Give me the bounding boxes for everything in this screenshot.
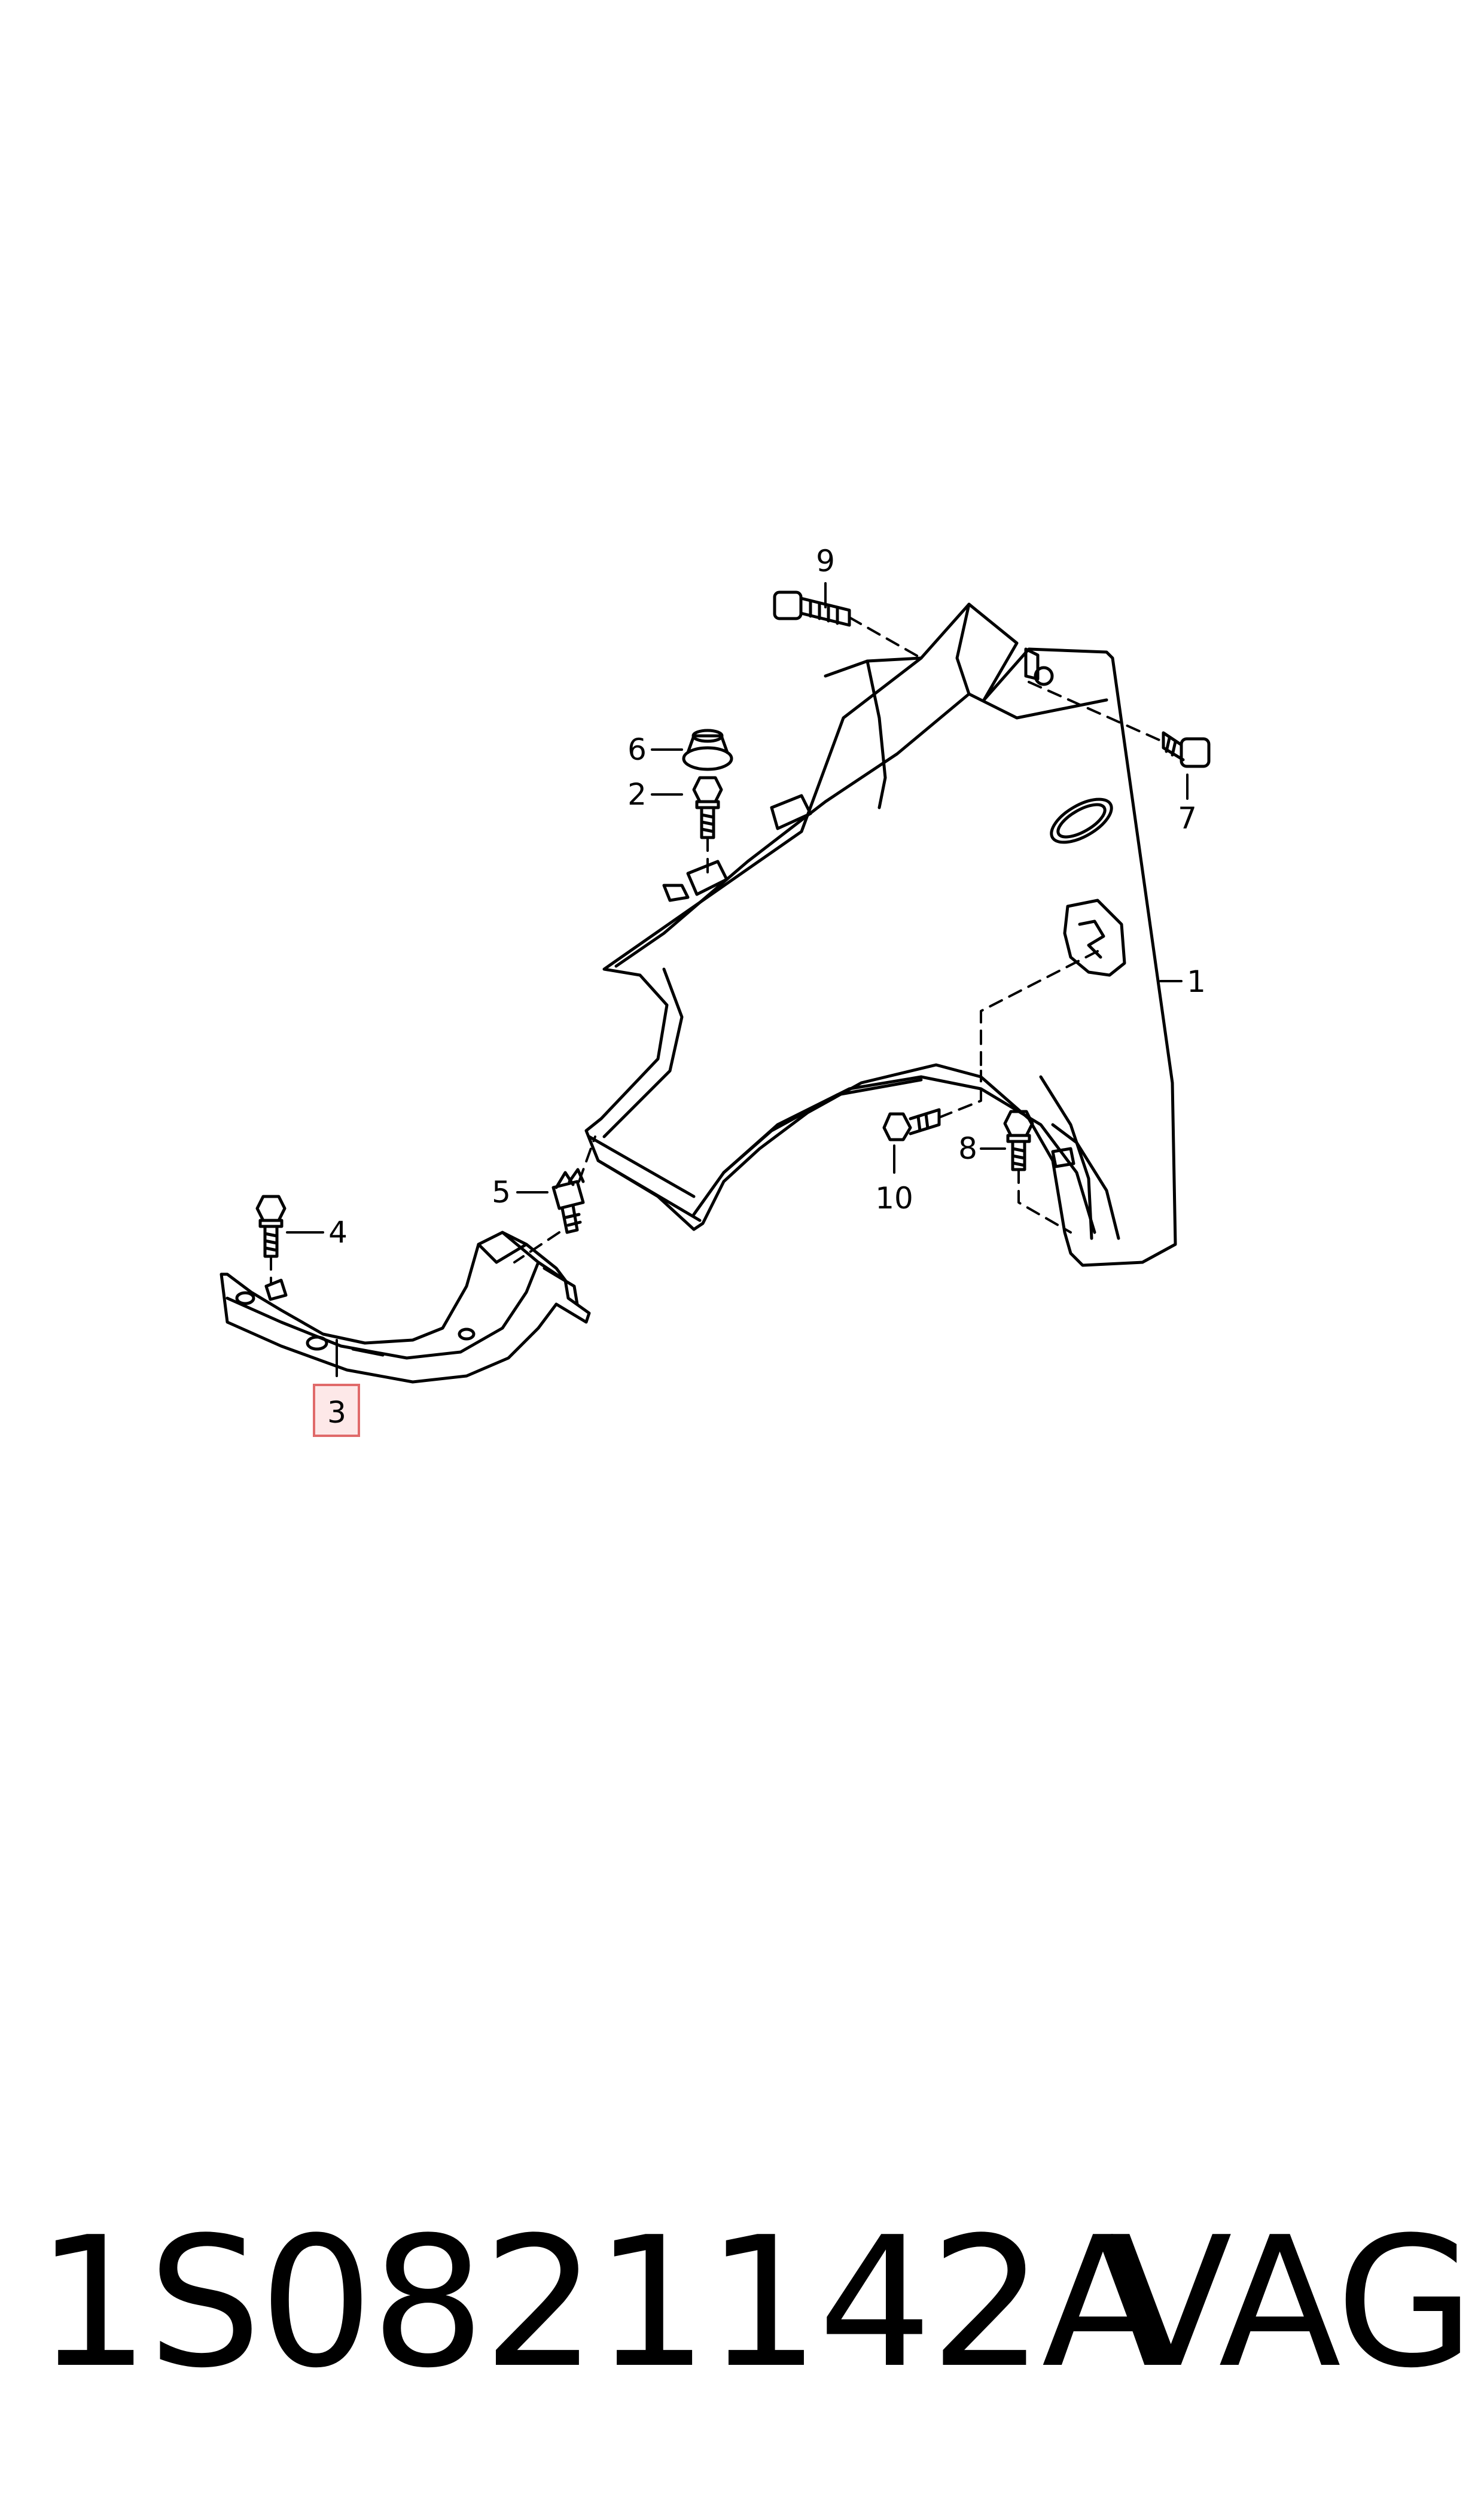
callout-10: 10 [875,1181,913,1216]
callout-2: 2 [627,777,647,812]
nut-6-icon [682,729,733,771]
bolt-9-icon [773,590,851,627]
callout-9: 9 [816,544,835,578]
bolt-2-icon [692,776,723,839]
callout-7: 7 [1178,801,1197,836]
part-number-label: 1S0821142A [36,2199,1165,2407]
highlight-box-part-3 [313,1384,360,1437]
bolt-4-icon [255,1195,287,1258]
callout-5: 5 [492,1175,511,1210]
bolt-10-icon [882,1108,941,1141]
bolt-7-icon [1162,731,1211,768]
fender-bracket [220,1231,591,1384]
bolt-8-icon [1003,1110,1034,1171]
callout-8: 8 [958,1131,977,1166]
callout-1: 1 [1187,964,1206,999]
brand-label: VAG [1110,2199,1474,2407]
callout-6: 6 [627,732,647,767]
callout-3: 3 [327,1395,346,1430]
assembly-guide-lines [270,616,1165,1284]
leader-lines [286,582,1189,1377]
fender-panel [584,602,1177,1267]
callout-4: 4 [328,1215,348,1250]
